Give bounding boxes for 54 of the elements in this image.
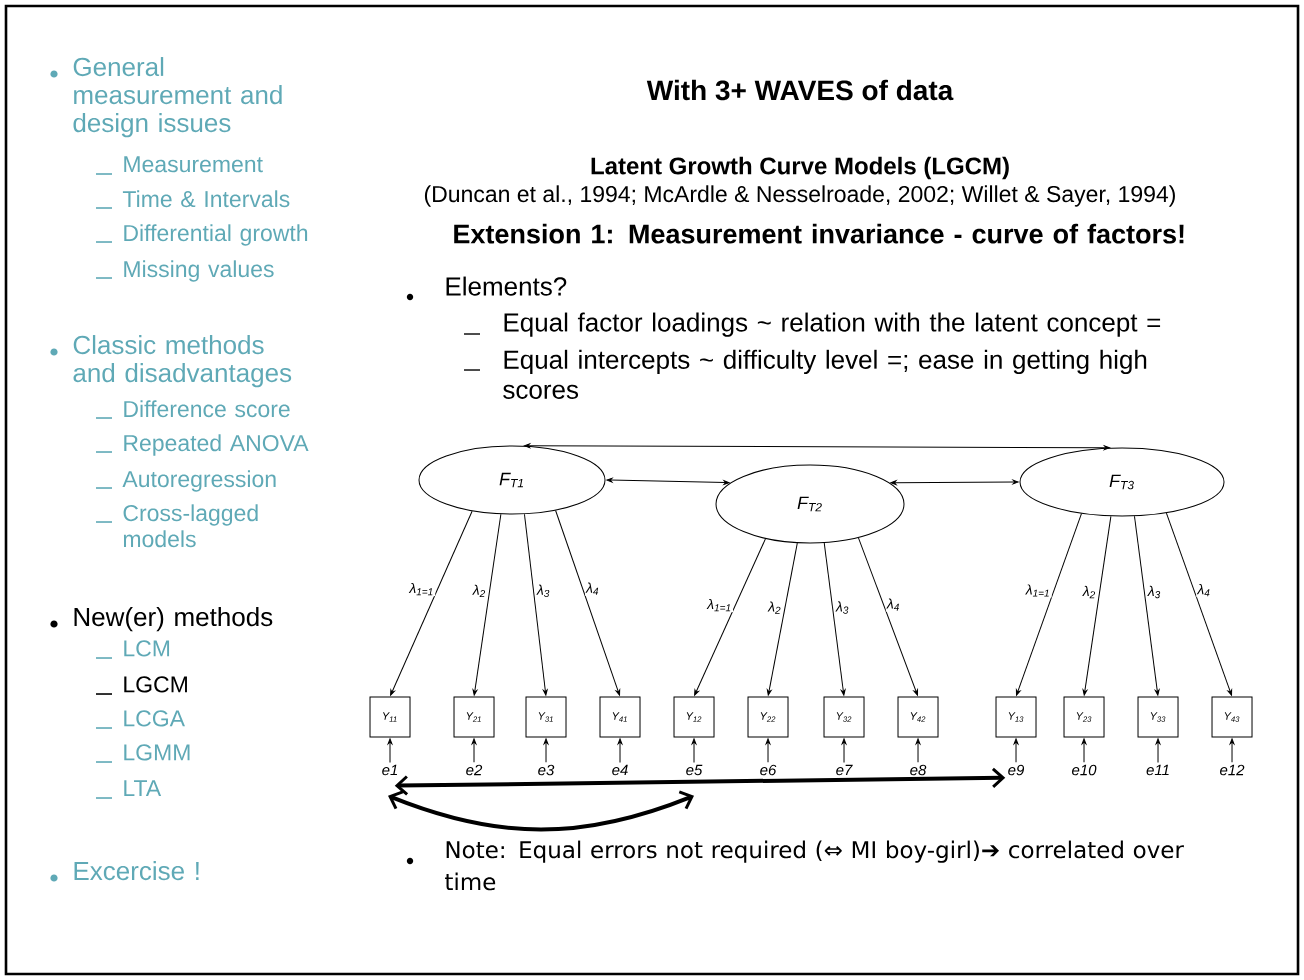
arrow [1015,513,1082,696]
sidebar-subitem: LTA [124,780,162,797]
heading: Latent Growth Curve Models (LGCM) [591,156,1009,180]
sidebar-subitem: LGMM [124,744,190,761]
arrow [823,542,846,696]
arrow [387,738,393,763]
arrow [471,738,477,763]
sidebar-item: General measurement and design issues [73,57,282,138]
sidebar-subitem: Classic methods and disadvantages [73,335,292,388]
arrow [617,738,623,763]
arrow [523,513,548,696]
sidebar-subitem: Autoregression [122,470,276,492]
arrow [1082,515,1112,696]
arrow [890,479,1019,486]
arrow [915,738,921,763]
arrow [857,537,919,696]
arrow [1165,512,1233,696]
sidebar-item: New(er) methods [74,607,273,632]
arrow [691,738,697,763]
arrow [555,510,621,696]
bullet-text: Equal factor loadings ~ relation with the latent concept = [504,312,1161,337]
bullet-text: Elements? [446,276,567,296]
arrow [1081,738,1087,763]
arrow [388,790,694,832]
sidebar-subitem: Measurement [124,156,263,173]
subheading: Extension 1: Measurement invariance - curve of factors! [454,223,1184,244]
arrow [765,738,771,763]
arrow [694,538,766,696]
arrow [1134,515,1160,696]
arrow [606,477,730,485]
sidebar-subitem: Repeated ANOVA [124,434,309,456]
sidebar-subitem: LGCM [124,676,187,693]
arrow [1155,738,1161,763]
note-text: Note: Equal errors not required (⇔ MI boy-girl)➔ correlated over time [445,840,1184,891]
title: With 3+ WAVES of data [646,79,954,101]
arrow [390,510,473,696]
arrow [766,542,798,696]
arrow [472,513,502,696]
arrow [543,738,549,763]
bullet-text: Equal intercepts ~ difficulty level =; ease in getting high scores [503,349,1147,399]
sidebar-subitem: LCGA [124,710,185,727]
arrow [394,767,1006,796]
sidebar-subitem: Cross-lagged models [123,504,258,548]
arrow [1013,738,1019,763]
arrow [841,738,847,763]
arrow [1229,738,1235,763]
citation: (Duncan et al., 1994; McArdle & Nesselroade, 2002; Willet & Sayer, 1994) [424,185,1175,207]
sidebar-subitem: LCM [124,640,170,657]
sidebar-subitem: Time & Intervals [122,190,290,208]
arrow [524,443,1110,451]
sidebar-subitem: Missing values [124,260,274,282]
sidebar-subitem: Difference score [124,400,290,418]
sidebar-subitem: Differential growth [124,224,308,246]
sidebar-subitem: Excercise ! [74,861,199,881]
